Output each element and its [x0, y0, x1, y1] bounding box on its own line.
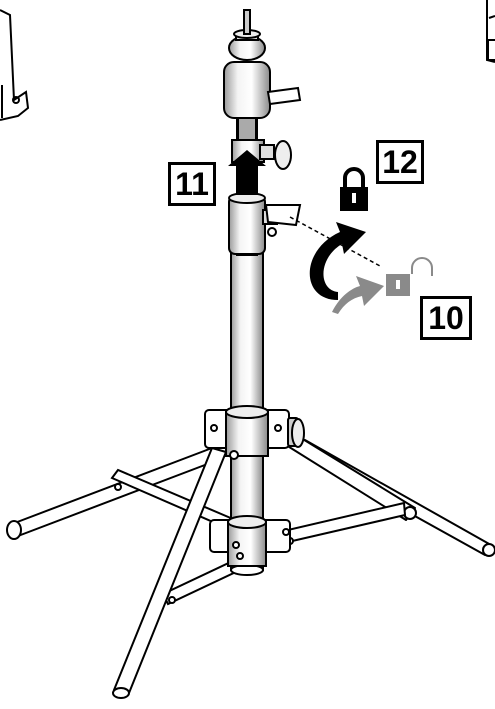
step-number-12: 12 — [376, 140, 424, 184]
adjacent-figure-left-fragment — [0, 9, 30, 121]
leg-hub-upper — [204, 405, 290, 457]
curved-arrow-lock-icon — [309, 222, 366, 300]
front-leg — [112, 447, 244, 699]
top-collar — [228, 192, 266, 255]
leg-hub-lower — [209, 515, 291, 567]
step-number-11: 11 — [168, 162, 216, 206]
curved-arrow-unlock-icon — [332, 276, 384, 314]
step-number-10: 10 — [420, 296, 472, 340]
ball-head — [223, 9, 302, 141]
lock-knob-hub — [287, 417, 305, 448]
up-arrow-icon — [228, 150, 266, 195]
padlock-locked-icon — [340, 167, 368, 211]
padlock-unlocked-icon — [386, 257, 433, 296]
lock-knob-column — [262, 204, 302, 237]
adjacent-figure-right-fragment — [486, 0, 495, 63]
